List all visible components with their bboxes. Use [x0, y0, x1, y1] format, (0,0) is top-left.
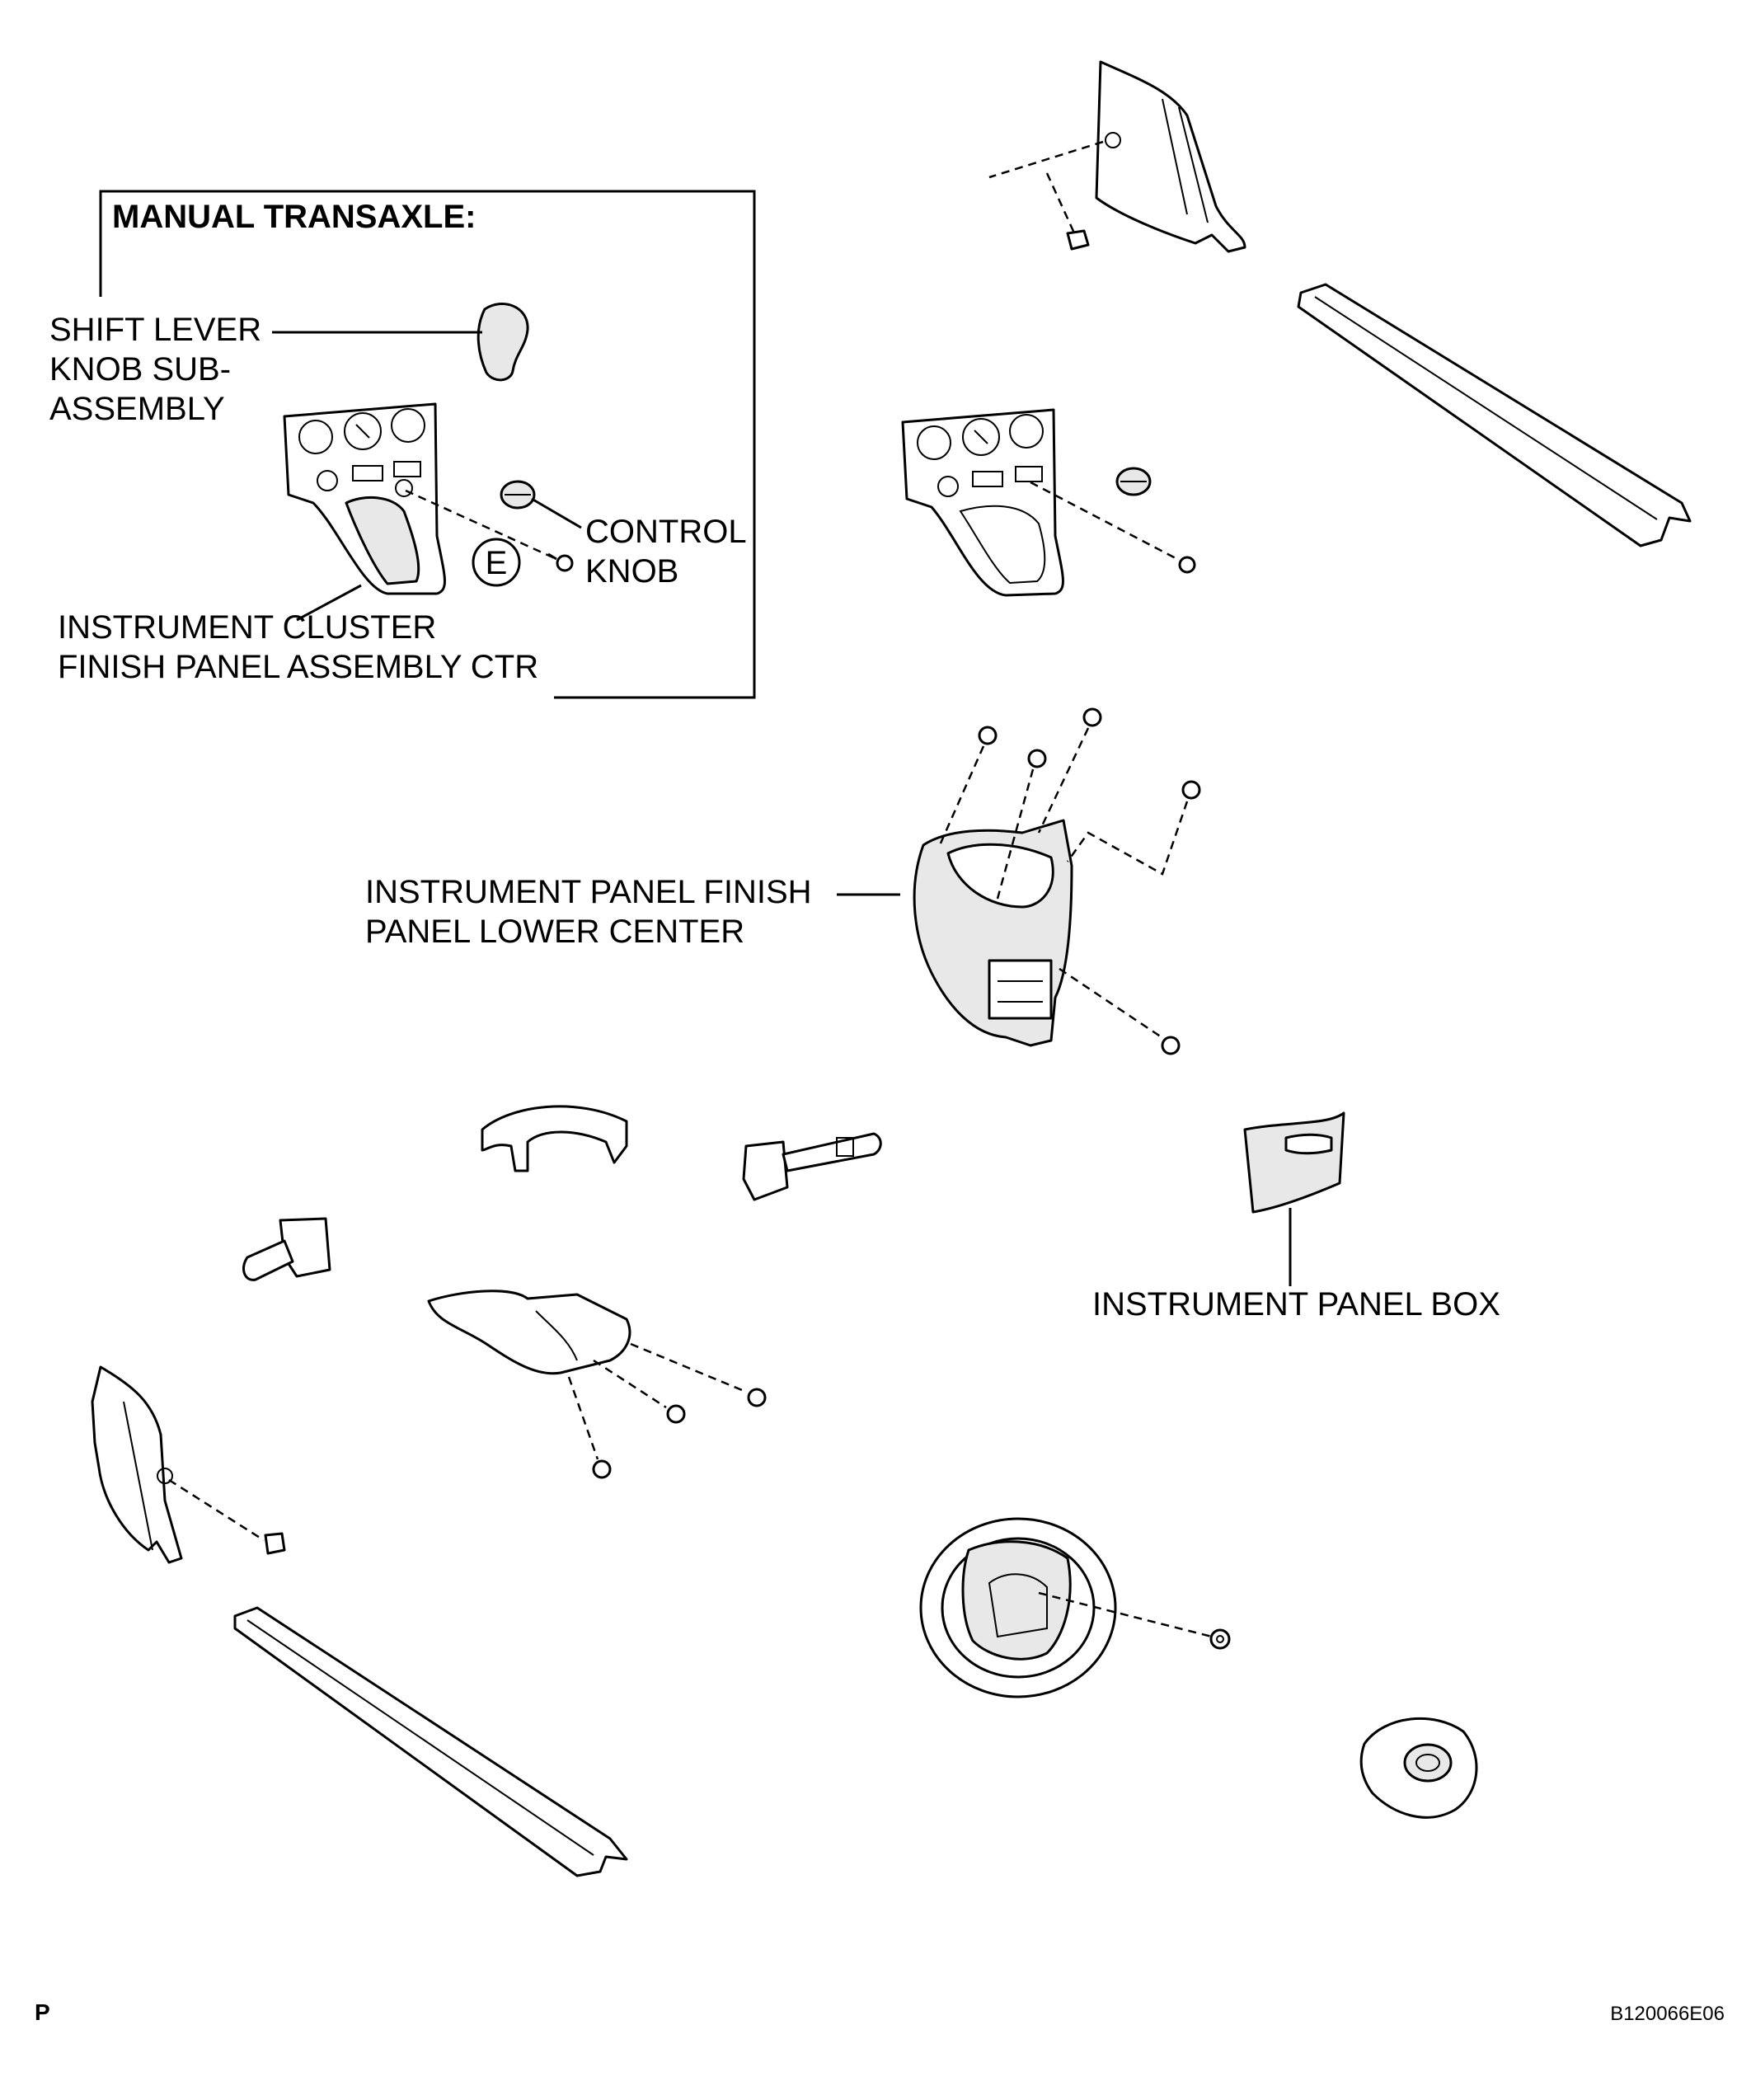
- screw-icon: [547, 552, 574, 572]
- control-knob-leader: [531, 497, 582, 529]
- front-pillar-garnish-lower: [91, 1365, 183, 1564]
- lower-column-cover: [427, 1290, 631, 1375]
- inset-frame: [99, 190, 756, 699]
- scuff-plate-lower: [233, 1606, 628, 1877]
- dash-lc-1: [938, 745, 985, 846]
- lower-center-label-2: PANEL LOWER CENTER: [365, 914, 744, 950]
- cluster-finish-panel-mt: [283, 402, 446, 595]
- lower-center-label-1: INSTRUMENT PANEL FINISH: [365, 874, 812, 910]
- dash-lc-3: [1037, 727, 1090, 834]
- control-knob-at: [1115, 467, 1152, 496]
- manual-transaxle-inset: MANUAL TRANSAXLE: SHIFT LEVER KNOB SUB- …: [49, 190, 756, 699]
- dash-lcc-2: [593, 1359, 667, 1409]
- clip-dash-upper: [988, 140, 1104, 179]
- screw-icon-lc-1: [978, 726, 998, 745]
- screw-icon-lcc-1: [747, 1388, 767, 1407]
- dash-lcc-1: [630, 1342, 747, 1393]
- upper-column-cover: [481, 1105, 628, 1172]
- section-letter: P: [35, 1999, 50, 2025]
- dash-steering: [1038, 1591, 1213, 1638]
- shift-lever-label-1: SHIFT LEVER: [49, 312, 261, 348]
- clip-dash-upper-2: [1045, 172, 1077, 237]
- shift-lever-label-3: ASSEMBLY: [49, 391, 225, 427]
- panel-box-label: INSTRUMENT PANEL BOX: [1092, 1286, 1500, 1322]
- cluster-label-1: INSTRUMENT CLUSTER: [58, 609, 436, 646]
- clip-icon: [1066, 229, 1090, 251]
- screw-icon-lc-2: [1027, 749, 1047, 768]
- steering-wheel: [919, 1517, 1117, 1698]
- cluster-label-2: FINISH PANEL ASSEMBLY CTR: [58, 649, 538, 685]
- screw-icon-lc-3: [1082, 707, 1102, 727]
- screw-icon-lcc-2: [666, 1404, 686, 1424]
- clip-dash-lower: [168, 1478, 265, 1542]
- shift-lever-knob: [476, 302, 529, 382]
- screw-icon-lc-5: [1161, 1036, 1181, 1055]
- cluster-leader: [296, 584, 362, 622]
- turn-signal-switch: [742, 1132, 882, 1201]
- control-knob-label-2: KNOB: [585, 553, 678, 590]
- screw-icon-lcc-3: [592, 1459, 612, 1479]
- screw-icon-lc-4: [1181, 780, 1201, 800]
- horn-pad: [1359, 1717, 1478, 1819]
- figure-id: B120066E06: [1610, 2003, 1725, 2025]
- callout-letter: E: [486, 545, 508, 581]
- inset-title: MANUAL TRANSAXLE:: [112, 199, 476, 235]
- dash-lc-5: [1059, 967, 1167, 1042]
- dash-lcc-3: [567, 1376, 599, 1460]
- clip-icon-lower: [264, 1532, 286, 1555]
- nut-icon: [1209, 1628, 1231, 1650]
- scuff-plate-upper: [1297, 283, 1692, 547]
- instrument-panel-box: [1243, 1111, 1345, 1214]
- cluster-finish-panel-at: [901, 408, 1064, 597]
- front-pillar-garnish-upper: [1095, 60, 1246, 253]
- wiper-switch: [242, 1217, 331, 1281]
- lower-center-panel: [913, 819, 1073, 1047]
- dash-lc-4: [1066, 801, 1189, 876]
- shift-lever-label-2: KNOB SUB-: [49, 351, 231, 388]
- callout-circle: [472, 538, 521, 587]
- screw-icon-at: [1178, 556, 1196, 574]
- control-knob-label-1: CONTROL: [585, 514, 747, 550]
- control-knob: [500, 480, 536, 510]
